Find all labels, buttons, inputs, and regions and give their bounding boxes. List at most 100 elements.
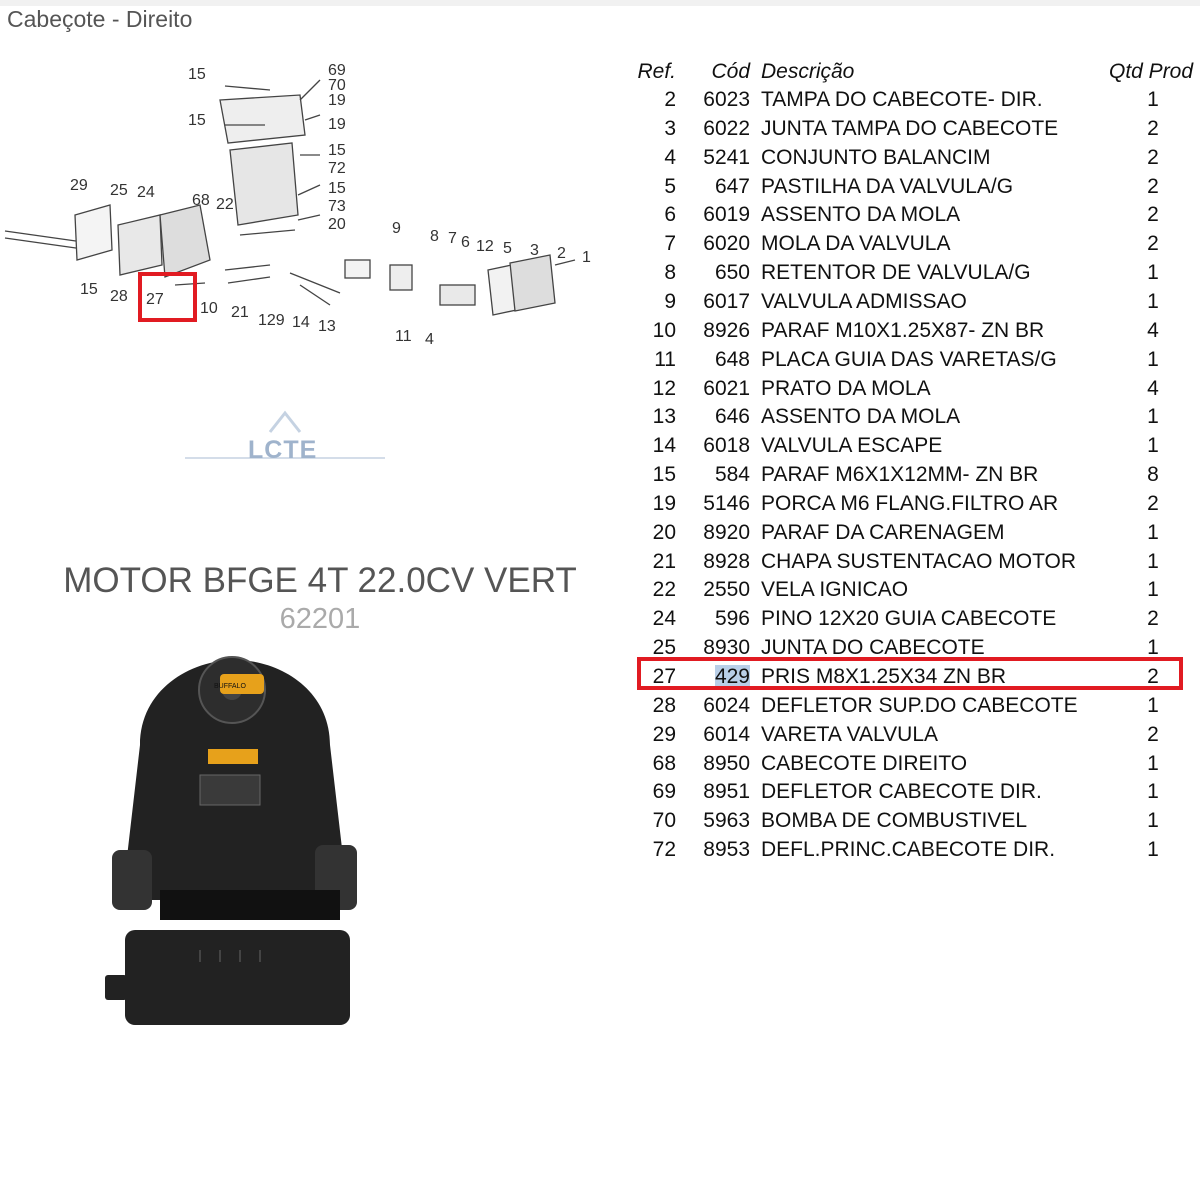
cell-qty: 1 [1147, 261, 1159, 284]
cell-desc: BOMBA DE COMBUSTIVEL [761, 809, 1028, 832]
cell-desc: CONJUNTO BALANCIM [761, 146, 991, 169]
cell-ref: 29 [652, 723, 676, 746]
callout-27: 27 [146, 291, 164, 308]
callout-3: 3 [530, 242, 539, 259]
cell-ref: 69 [652, 780, 676, 803]
callout-15: 15 [80, 281, 98, 298]
cell-qty: 8 [1147, 463, 1159, 486]
cell-desc: PARAF M6X1X12MM- ZN BR [761, 463, 1039, 486]
cell-ref: 7 [664, 232, 676, 255]
cell-qty: 2 [1147, 175, 1159, 198]
cell-cod: 8930 [703, 636, 750, 659]
callout-13: 13 [318, 318, 336, 335]
cell-cod: 647 [714, 175, 750, 198]
cell-ref: 6 [664, 203, 676, 226]
cell-cod: 8926 [703, 319, 750, 342]
cell-desc: DEFL.PRINC.CABECOTE DIR. [761, 838, 1056, 861]
callout-70: 70 [328, 77, 346, 94]
callout-19: 19 [328, 116, 346, 133]
product-code: 62201 [279, 603, 361, 635]
cell-desc: MOLA DA VALVULA [761, 232, 951, 255]
cell-cod: 5241 [703, 146, 750, 169]
callout-12: 12 [476, 238, 494, 255]
callout-1: 1 [582, 249, 591, 266]
cell-ref: 8 [664, 261, 676, 284]
engine-image: BUFFALO [105, 656, 357, 1025]
cell-qty: 1 [1147, 550, 1159, 573]
cell-ref: 11 [654, 348, 676, 371]
cell-cod: 8920 [703, 521, 750, 544]
brand-label: BUFFALO [214, 683, 246, 690]
callout-15: 15 [188, 66, 206, 83]
cell-ref: 12 [652, 377, 676, 400]
cell-desc: PARAF DA CARENAGEM [761, 521, 1005, 544]
cell-qty: 1 [1147, 578, 1159, 601]
cell-qty: 1 [1147, 780, 1159, 803]
cell-ref: 4 [664, 146, 676, 169]
cell-qty: 2 [1147, 607, 1159, 630]
cell-cod: 5963 [703, 809, 750, 832]
cell-ref: 5 [664, 175, 676, 198]
section-header: Cabeçote - Direito [7, 6, 193, 32]
callout-14: 14 [292, 314, 310, 331]
callout-25: 25 [110, 182, 128, 199]
cell-ref: 72 [652, 838, 676, 861]
cell-qty: 1 [1147, 838, 1159, 861]
cell-qty: 2 [1147, 665, 1159, 688]
cell-cod: 6014 [703, 723, 750, 746]
callout-22: 22 [216, 196, 234, 213]
cell-desc: VALVULA ESCAPE [761, 434, 943, 457]
callout-29: 29 [70, 177, 88, 194]
cell-desc: ASSENTO DA MOLA [761, 203, 961, 226]
cell-desc: VARETA VALVULA [761, 723, 939, 746]
cell-desc: PASTILHA DA VALVULA/G [761, 175, 1014, 198]
cell-qty: 1 [1147, 694, 1159, 717]
cell-cod: 584 [714, 463, 750, 486]
exploded-diagram: 15 69 70 19 15 19 15 72 15 73 20 29 25 2… [4, 62, 591, 348]
cell-cod: 6020 [703, 232, 750, 255]
cell-cod: 6017 [703, 290, 750, 313]
cell-cod: 6018 [703, 434, 750, 457]
cell-cod: 6019 [703, 203, 750, 226]
product-title: MOTOR BFGE 4T 22.0CV VERT [63, 561, 577, 600]
callout-15: 15 [328, 142, 346, 159]
cell-qty: 2 [1147, 492, 1159, 515]
callout-5: 5 [503, 240, 512, 257]
cell-qty: 1 [1147, 290, 1159, 313]
cell-desc: PARAF M10X1.25X87- ZN BR [761, 319, 1045, 342]
cell-desc: JUNTA TAMPA DO CABECOTE [761, 117, 1059, 140]
callout-129: 129 [258, 312, 285, 329]
callout-15: 15 [188, 112, 206, 129]
cell-cod: 596 [714, 607, 750, 630]
cell-ref: 10 [652, 319, 676, 342]
cell-ref: 28 [652, 694, 676, 717]
header-ref: Ref. [637, 60, 676, 83]
cell-ref: 68 [652, 752, 676, 775]
cell-cod: 2550 [703, 578, 750, 601]
cell-desc: RETENTOR DE VALVULA/G [761, 261, 1031, 284]
cell-cod: 6021 [703, 377, 750, 400]
cell-ref: 15 [652, 463, 676, 486]
cell-qty: 2 [1147, 146, 1159, 169]
top-border [0, 0, 1200, 6]
cell-cod: 6022 [703, 117, 750, 140]
cell-desc: CHAPA SUSTENTACAO MOTOR [761, 550, 1077, 573]
diagram-highlight-27 [138, 272, 197, 322]
row-highlight-27 [637, 657, 1183, 690]
cell-desc: ASSENTO DA MOLA [761, 405, 961, 428]
header-qty: Qtd Prod [1109, 60, 1194, 83]
callout-10: 10 [200, 300, 218, 317]
cell-cod: 6023 [703, 88, 750, 111]
cell-desc: TAMPA DO CABECOTE- DIR. [761, 88, 1043, 111]
cell-qty: 1 [1147, 752, 1159, 775]
cell-desc: DEFLETOR SUP.DO CABECOTE [761, 694, 1078, 717]
callout-72: 72 [328, 160, 346, 177]
cell-desc: PLACA GUIA DAS VARETAS/G [761, 348, 1057, 371]
callout-21: 21 [231, 304, 249, 321]
cell-ref: 2 [664, 88, 676, 111]
cell-qty: 1 [1147, 521, 1159, 544]
cell-desc: JUNTA DO CABECOTE [761, 636, 985, 659]
callout-15: 15 [328, 180, 346, 197]
cell-qty: 1 [1147, 434, 1159, 457]
cell-ref: 14 [652, 434, 676, 457]
